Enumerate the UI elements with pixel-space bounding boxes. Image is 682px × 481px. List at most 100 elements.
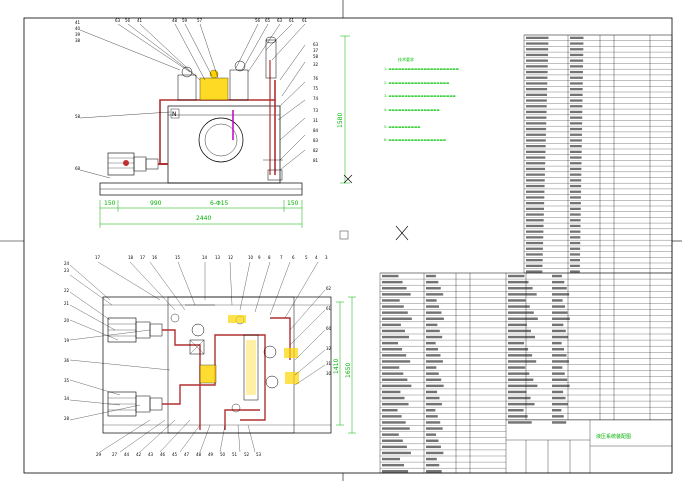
table-cell-text: [570, 179, 582, 182]
table-cell-text: [570, 82, 583, 85]
table-cell-text: [570, 88, 583, 91]
table-cell-text: [552, 354, 567, 357]
table-cell-text: [526, 53, 549, 57]
svg-text:4: 4: [315, 255, 318, 260]
table-cell-text: [382, 421, 406, 424]
svg-text:63: 63: [313, 42, 319, 47]
note-4: 4. ▬▬▬▬▬▬▬▬▬▬▬▬▬▬▬▬: [384, 108, 440, 112]
table-cell-text: [426, 439, 439, 442]
table-cell-text: [526, 48, 549, 51]
svg-text:60: 60: [326, 326, 332, 331]
table-cell-text: [382, 305, 404, 308]
table-cell-text: [382, 378, 408, 381]
svg-text:58: 58: [75, 114, 81, 119]
table-cell-text: [382, 463, 405, 467]
table-cell-text: [526, 42, 549, 45]
svg-text:20: 20: [64, 318, 70, 323]
svg-text:57: 57: [197, 18, 203, 23]
table-cell-text: [552, 280, 565, 284]
table-cell-text: [382, 299, 400, 302]
table-cell-text: [426, 463, 440, 467]
table-cell-text: [426, 402, 442, 406]
table-cell-text: [426, 384, 444, 388]
table-cell-text: [382, 427, 410, 430]
table-cell-text: [382, 409, 398, 412]
table-cell-text: [382, 415, 402, 418]
table-cell-text: [526, 184, 545, 188]
table-cell-text: [526, 110, 547, 114]
table-cell-text: [426, 378, 442, 381]
table-cell-text: [508, 360, 537, 363]
table-cell-text: [570, 127, 583, 131]
table-cell-text: [570, 42, 584, 45]
svg-text:41: 41: [137, 18, 143, 23]
table-cell-text: [426, 457, 437, 461]
svg-text:68: 68: [75, 166, 81, 171]
table-cell-text: [570, 259, 580, 262]
svg-text:38: 38: [75, 38, 81, 43]
plan-view-dimensions: [336, 296, 356, 434]
table-cell-text: [570, 110, 583, 114]
svg-text:52: 52: [244, 452, 250, 457]
svg-text:28: 28: [64, 416, 70, 421]
svg-text:84: 84: [313, 128, 319, 133]
svg-text:9: 9: [258, 255, 261, 260]
svg-text:8: 8: [268, 255, 271, 260]
table-cell-text: [426, 360, 443, 363]
table-cell-text: [508, 329, 531, 333]
svg-text:32: 32: [326, 346, 332, 351]
table-cell-text: [526, 59, 548, 62]
svg-text:45: 45: [172, 452, 178, 457]
table-cell-text: [526, 196, 545, 199]
svg-text:53: 53: [256, 452, 262, 457]
table-cell-text: [526, 236, 544, 239]
table-cell-text: [426, 445, 441, 449]
table-cell-text: [552, 378, 568, 381]
table-cell-text: [382, 384, 412, 388]
dim-bottom-right: 150: [287, 200, 299, 207]
table-cell-text: [508, 317, 538, 320]
table-cell-text: [382, 366, 400, 369]
svg-text:19: 19: [64, 338, 70, 343]
svg-text:48: 48: [196, 452, 202, 457]
table-cell-text: [570, 133, 582, 136]
table-cell-text: [526, 247, 543, 250]
table-cell-text: [570, 184, 582, 188]
svg-text:83: 83: [313, 138, 319, 143]
notes-block: 技术要求: [384, 57, 414, 62]
table-cell-text: [426, 366, 437, 369]
table-cell-text: [552, 409, 562, 412]
svg-text:31: 31: [313, 118, 319, 123]
table-cell-text: [508, 366, 526, 369]
dim-bolt-spec: 6-Φ15: [210, 200, 229, 207]
parts-list-upper: [523, 34, 673, 274]
note-5: 5. ▬▬▬▬▬▬▬▬▬▬: [384, 125, 421, 129]
table-cell-text: [426, 409, 436, 412]
svg-text:56: 56: [255, 18, 261, 23]
table-cell-text: [382, 433, 399, 436]
table-cell-text: [382, 445, 407, 449]
table-cell-text: [552, 305, 566, 308]
svg-text:61: 61: [302, 18, 308, 23]
table-cell-text: [526, 127, 547, 131]
table-cell-text: [426, 299, 437, 302]
table-cell-text: [526, 99, 547, 102]
svg-text:37: 37: [313, 48, 319, 53]
table-cell-text: [526, 167, 546, 171]
table-cell-text: [508, 390, 527, 394]
table-cell-text: [382, 372, 404, 375]
table-cell-text: [382, 274, 399, 278]
table-cell-text: [508, 335, 535, 339]
table-cell-text: [552, 341, 562, 345]
table-cell-text: [426, 287, 441, 290]
svg-text:21: 21: [64, 301, 70, 306]
svg-text:40: 40: [75, 26, 81, 31]
table-cell-text: [552, 360, 569, 363]
table-cell-text: [382, 396, 405, 400]
svg-text:36: 36: [64, 358, 70, 363]
table-cell-text: [426, 293, 444, 296]
table-cell-text: [426, 323, 438, 327]
table-cell-text: [382, 470, 409, 473]
